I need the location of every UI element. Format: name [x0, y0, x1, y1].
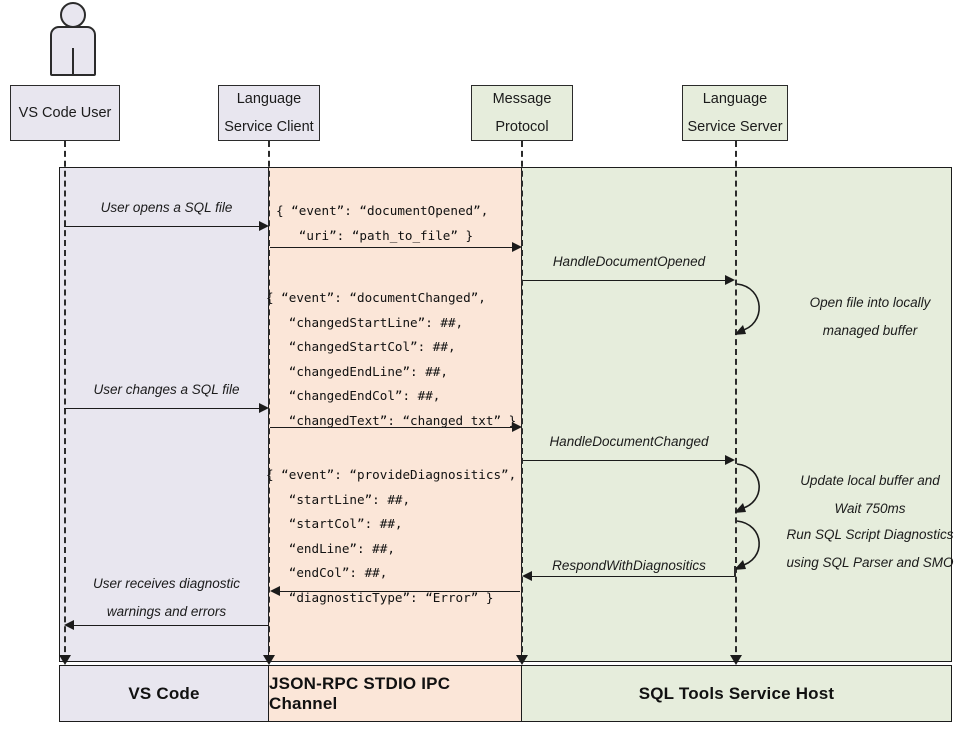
payload-line: “endLine”: ##, — [266, 540, 395, 556]
lifeline-end-arrow-language-service-server — [730, 655, 742, 665]
self-call-note-line2: using SQL Parser and SMO — [786, 554, 954, 570]
self-call-note-line1: Run SQL Script Diagnostics — [786, 527, 954, 542]
self-call-note-line2: Wait 750ms — [834, 500, 906, 516]
participant-label-line2: Service Server — [687, 119, 783, 135]
payload-line: “changedEndLine”: ##, — [266, 363, 448, 379]
message-arrowhead-client-to-protocol-changed — [512, 422, 522, 432]
message-arrowhead-user-opens — [259, 221, 269, 231]
participant-label-line1: Language — [236, 90, 302, 107]
actor-icon — [37, 2, 109, 82]
message-arrowhead-handle-document-opened — [725, 275, 735, 285]
payload-line: “changedEndCol”: ##, — [266, 388, 441, 403]
payload-line: “changedStartCol”: ##, — [266, 339, 456, 354]
self-call-note-open-file: Open file into locally managed buffer — [770, 289, 962, 344]
lifeline-language-service-client — [268, 141, 270, 662]
message-arrowhead-respond-with-diagnostics — [522, 571, 532, 581]
footer-band-ipc[interactable]: JSON-RPC STDIO IPC Channel — [268, 665, 522, 722]
lifeline-end-arrow-message-protocol — [516, 655, 528, 665]
payload-document-opened: { “event”: “documentOpened”, “uri”: “pat… — [276, 199, 488, 248]
self-call-loop-run-diagnostics — [735, 520, 760, 570]
participant-label-line1: VS Code User — [18, 104, 112, 121]
message-arrowhead-client-to-protocol-opened — [512, 242, 522, 252]
payload-line: “startLine”: ##, — [266, 491, 411, 507]
self-call-note-update-buffer: Update local buffer and Wait 750ms — [770, 467, 962, 522]
message-label-user-receives-line2: warnings and errors — [106, 603, 227, 619]
actor-leg-divider-icon — [72, 48, 74, 74]
band-vscode — [59, 167, 269, 662]
footer-band-service[interactable]: SQL Tools Service Host — [521, 665, 952, 722]
footer-label-ipc: JSON-RPC STDIO IPC Channel — [269, 673, 451, 713]
self-call-note-line1: Open file into locally — [809, 295, 931, 310]
message-label-handle-document-opened: HandleDocumentOpened — [552, 254, 706, 269]
message-arrow-user-changes — [64, 408, 260, 409]
message-arrow-handle-document-changed — [523, 460, 726, 461]
message-label-user-opens: User opens a SQL file — [100, 200, 233, 215]
participant-box-message-protocol[interactable]: Message Protocol — [471, 85, 573, 141]
footer-band-vs-code[interactable]: VS Code — [59, 665, 269, 722]
payload-line: “startCol”: ##, — [266, 516, 403, 531]
participant-box-vs-code-user[interactable]: VS Code User — [10, 85, 120, 141]
message-label-user-receives: User receives diagnostic warnings and er… — [64, 570, 269, 625]
participant-label-line2: Protocol — [495, 119, 549, 135]
message-arrowhead-user-receives — [64, 620, 74, 630]
message-arrow-protocol-to-client-diagnostics — [280, 591, 520, 592]
lifeline-vs-code-user — [64, 141, 66, 662]
payload-line: “changedStartLine”: ##, — [266, 314, 464, 330]
message-label-user-changes: User changes a SQL file — [93, 382, 240, 397]
message-arrow-handle-document-opened — [523, 280, 726, 281]
payload-line: { “event”: “provideDiagnositics”, — [266, 467, 517, 482]
participant-box-language-service-client[interactable]: Language Service Client — [218, 85, 320, 141]
payload-document-changed: { “event”: “documentChanged”, “changedSt… — [266, 286, 516, 433]
self-call-loop-open-file — [735, 283, 760, 335]
message-label-respond-with-diagnostics: RespondWithDiagnositics — [552, 558, 706, 573]
participant-label-line1: Message — [492, 90, 552, 107]
message-arrow-client-to-protocol-changed — [270, 427, 513, 428]
self-call-loop-update-buffer — [735, 463, 760, 513]
message-label-handle-document-changed: HandleDocumentChanged — [549, 434, 709, 449]
self-call-note-line1: Update local buffer and — [800, 473, 940, 488]
payload-line: “changedText”: “changed txt” } — [266, 412, 517, 428]
message-arrow-user-receives — [74, 625, 269, 626]
payload-provide-diagnostics: { “event”: “provideDiagnositics”, “start… — [266, 463, 516, 610]
participant-box-language-service-server[interactable]: Language Service Server — [682, 85, 788, 141]
payload-line: “uri”: “path_to_file” } — [276, 227, 474, 243]
self-call-note-line2: managed buffer — [822, 322, 918, 338]
self-call-note-run-diagnostics: Run SQL Script Diagnostics using SQL Par… — [770, 521, 962, 576]
participant-label-line2: Service Client — [224, 119, 314, 135]
message-arrowhead-user-changes — [259, 403, 269, 413]
message-label-user-receives-line1: User receives diagnostic — [92, 576, 241, 591]
message-arrowhead-protocol-to-client-diagnostics — [270, 586, 280, 596]
lifeline-end-arrow-language-service-client — [263, 655, 275, 665]
footer-label-vs-code: VS Code — [128, 683, 200, 703]
band-ipc — [268, 167, 522, 662]
footer-label-service: SQL Tools Service Host — [638, 683, 835, 703]
payload-line: { “event”: “documentChanged”, — [266, 290, 486, 305]
message-arrow-user-opens — [64, 226, 260, 227]
payload-line: { “event”: “documentOpened”, — [276, 203, 489, 218]
lifeline-language-service-server — [735, 141, 737, 662]
participant-label-line1: Language — [702, 90, 768, 107]
message-arrow-respond-with-diagnostics — [532, 576, 735, 577]
payload-line: “diagnosticType”: “Error” } — [266, 589, 494, 605]
message-arrow-client-to-protocol-opened — [270, 247, 513, 248]
message-arrowhead-handle-document-changed — [725, 455, 735, 465]
actor-head-icon — [60, 2, 86, 28]
payload-line: “endCol”: ##, — [266, 565, 388, 580]
lifeline-end-arrow-vs-code-user — [59, 655, 71, 665]
lifeline-message-protocol — [521, 141, 523, 662]
message-drop-respond-with-diagnostics — [734, 566, 736, 577]
